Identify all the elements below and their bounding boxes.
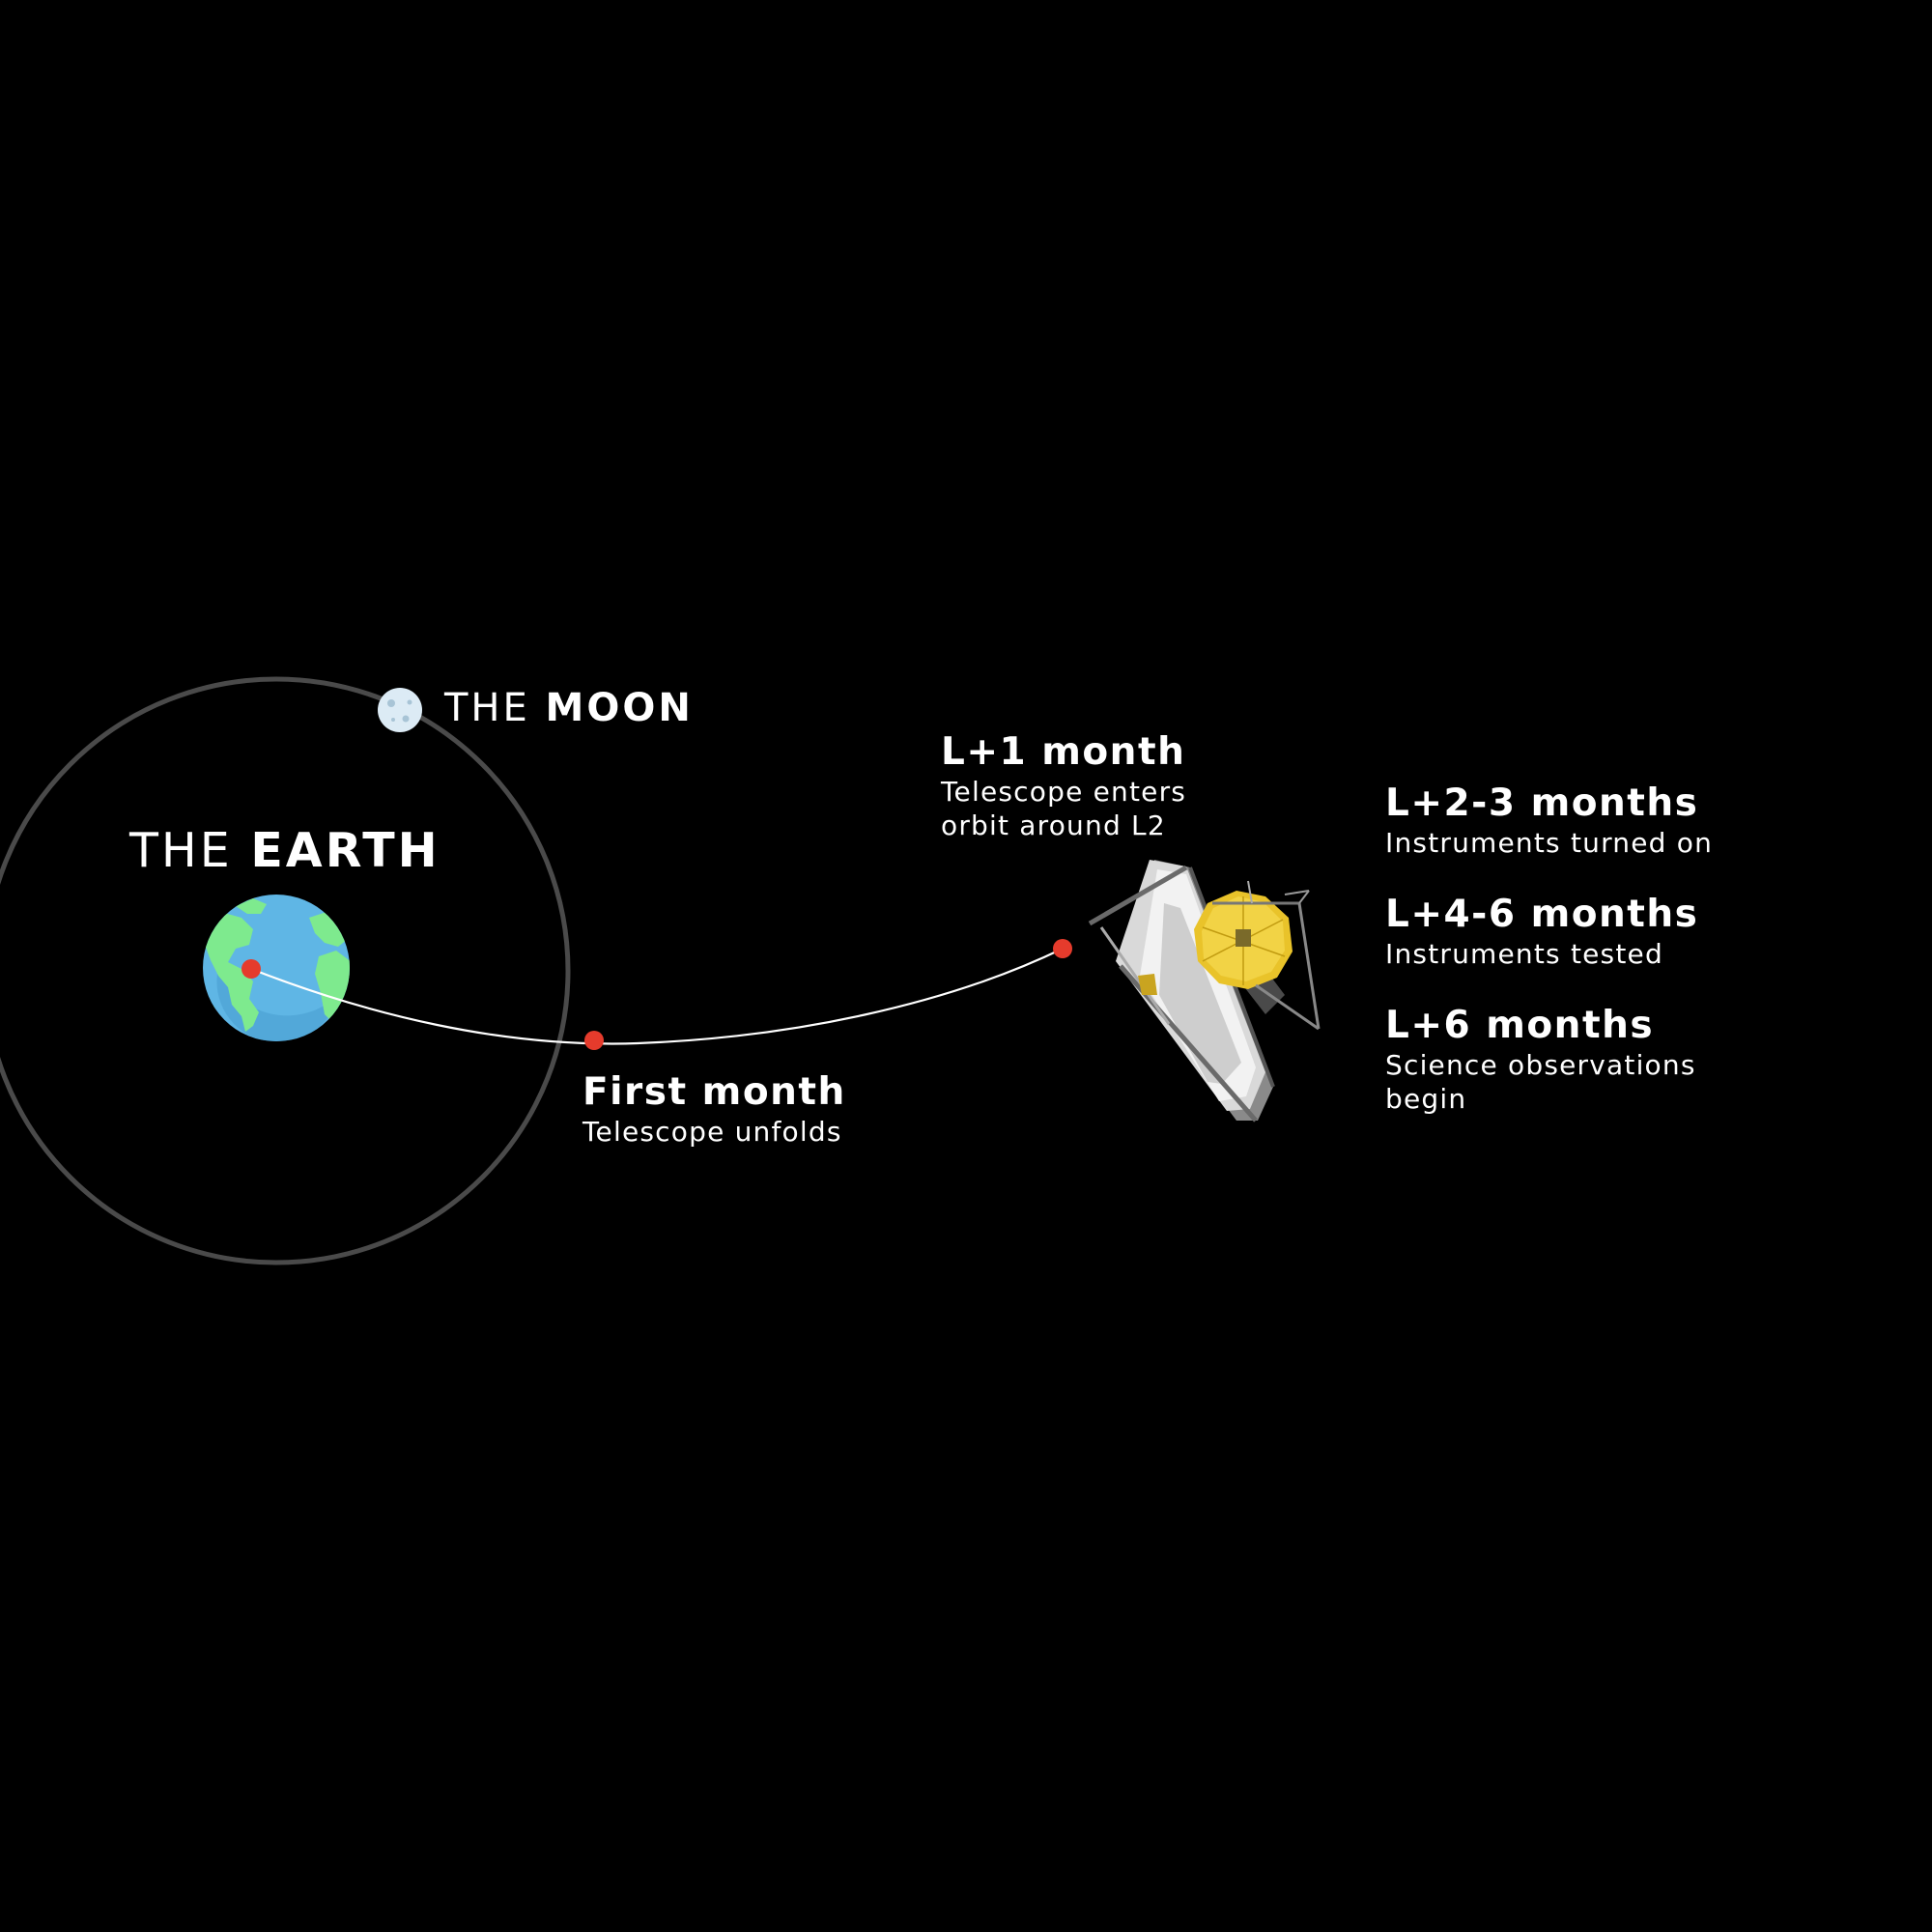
milestone-description: begin [1385, 1083, 1467, 1115]
milestone-l-plus-1: L+1 month Telescope enters orbit around … [941, 730, 1186, 842]
space-telescope-icon [1088, 860, 1321, 1122]
moon-label-prefix: THE [444, 686, 530, 730]
moon-label: THE MOON [444, 686, 694, 730]
milestone-title: L+1 month [941, 730, 1186, 774]
milestone-title: L+4-6 months [1385, 893, 1699, 936]
milestone-l-plus-6: L+6 months Science observations begin [1385, 1004, 1696, 1116]
milestone-l-plus-2-3: L+2-3 months Instruments turned on [1385, 781, 1713, 860]
earth-globe-icon [203, 895, 350, 1041]
milestone-description: Telescope unfolds [582, 1116, 842, 1148]
milestone-description: Instruments turned on [1385, 827, 1714, 859]
milestone-title: First month [582, 1070, 846, 1114]
earth-label-name: EARTH [250, 823, 440, 878]
milestone-title: L+6 months [1385, 1004, 1655, 1047]
first-month-marker [584, 1031, 604, 1050]
l2-arrival-marker [1053, 939, 1072, 958]
milestone-first-month: First month Telescope unfolds [582, 1070, 846, 1149]
moon-orbit [0, 676, 571, 1265]
moon-label-name: MOON [545, 686, 694, 730]
milestone-description: Science observations [1385, 1049, 1696, 1081]
earth-label: THE EARTH [129, 823, 440, 878]
launch-marker [242, 959, 261, 979]
milestone-title: L+2-3 months [1385, 781, 1699, 825]
earth-label-prefix: THE [129, 823, 233, 878]
milestone-description: orbit around L2 [941, 810, 1166, 841]
milestone-description: Telescope enters [941, 776, 1187, 808]
milestone-description: Instruments tested [1385, 938, 1663, 970]
trajectory-path [250, 948, 1064, 1045]
milestone-l-plus-4-6: L+4-6 months Instruments tested [1385, 893, 1698, 971]
moon-icon [378, 688, 422, 732]
